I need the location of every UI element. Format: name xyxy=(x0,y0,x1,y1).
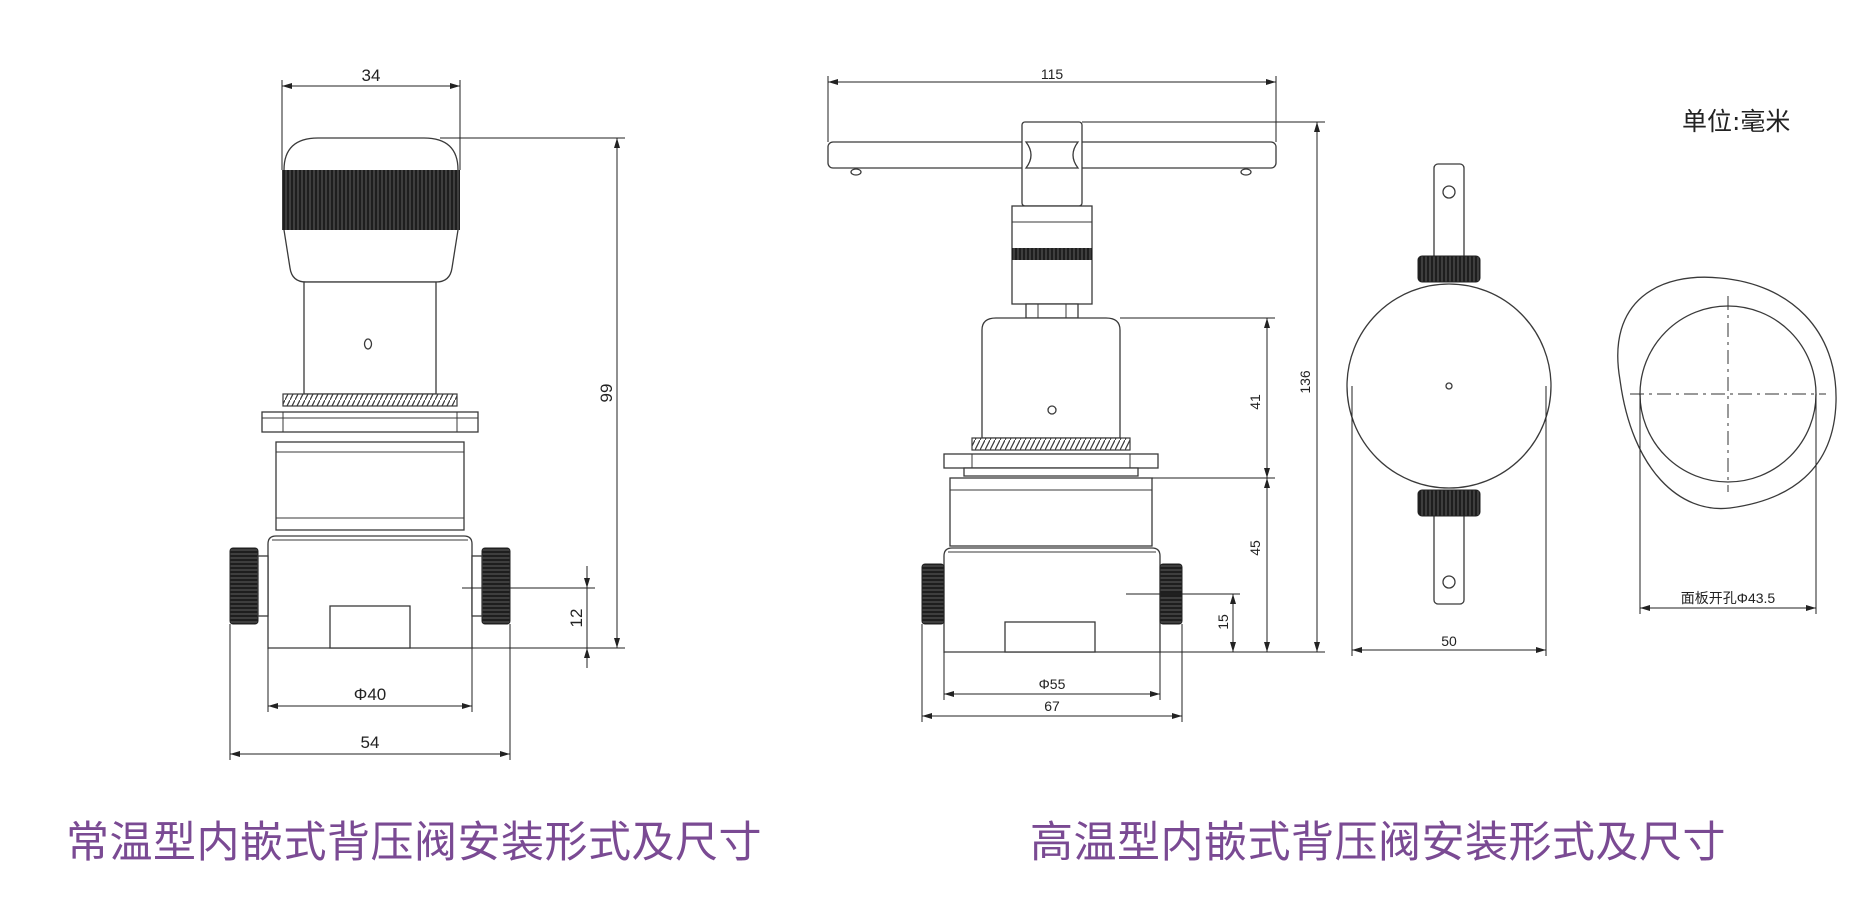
right-dim-height: 136 xyxy=(1297,370,1313,394)
caption-normal-temp: 常温型内嵌式背压阀安装形式及尺寸 xyxy=(66,818,762,868)
unit-note: 单位:毫米 xyxy=(1682,107,1791,136)
left-lower-body xyxy=(267,535,473,649)
top-view-circle xyxy=(1346,283,1552,489)
right-stem-knurl xyxy=(1012,248,1092,260)
left-panel-nut xyxy=(261,411,479,433)
right-upper-body xyxy=(949,477,1153,547)
right-dim-overall-width: 67 xyxy=(1044,698,1060,714)
left-dim-base-dia: Φ40 xyxy=(354,685,386,704)
right-dim-right-small: 15 xyxy=(1215,614,1231,630)
left-knob-left xyxy=(229,547,259,625)
left-knob-right xyxy=(481,547,511,625)
right-knob-left xyxy=(921,563,945,625)
panel-outline xyxy=(1617,276,1837,510)
left-dim-right-small: 12 xyxy=(567,609,586,628)
panel-cutout-drawing: 面板开孔Φ43.5 xyxy=(1617,276,1837,614)
left-dim-top-width: 34 xyxy=(362,66,381,85)
top-view-dim-width: 50 xyxy=(1441,633,1457,649)
left-stem xyxy=(303,281,437,395)
right-lower-body xyxy=(943,547,1161,653)
right-dim-upper: 41 xyxy=(1247,394,1263,410)
right-dim-base-dia: Φ55 xyxy=(1039,676,1066,692)
left-dim-overall-width: 54 xyxy=(361,733,380,752)
right-dim-handle-width: 115 xyxy=(1041,66,1064,82)
caption-high-temp: 高温型内嵌式背压阀安装形式及尺寸 xyxy=(1030,818,1726,868)
left-stem-hole xyxy=(363,338,373,350)
left-upper-body xyxy=(275,441,465,531)
right-bonnet xyxy=(981,317,1121,439)
top-view-drawing xyxy=(1346,163,1552,605)
right-valve-drawing xyxy=(827,121,1277,653)
left-dim-height: 99 xyxy=(597,384,616,403)
right-thread xyxy=(971,437,1131,451)
left-thread xyxy=(282,393,458,407)
panel-hole-dim: 面板开孔Φ43.5 xyxy=(1681,590,1776,606)
right-dim-lower: 45 xyxy=(1247,540,1263,556)
left-dimensions: 34 99 12 Φ40 54 xyxy=(229,66,625,760)
right-dimensions: 115 136 41 45 15 Φ55 67 xyxy=(827,66,1325,722)
left-valve-drawing xyxy=(229,137,511,649)
top-view-dimensions: 50 xyxy=(1351,386,1547,656)
right-panel-nut xyxy=(943,453,1159,469)
left-cap-knurl xyxy=(282,170,460,230)
